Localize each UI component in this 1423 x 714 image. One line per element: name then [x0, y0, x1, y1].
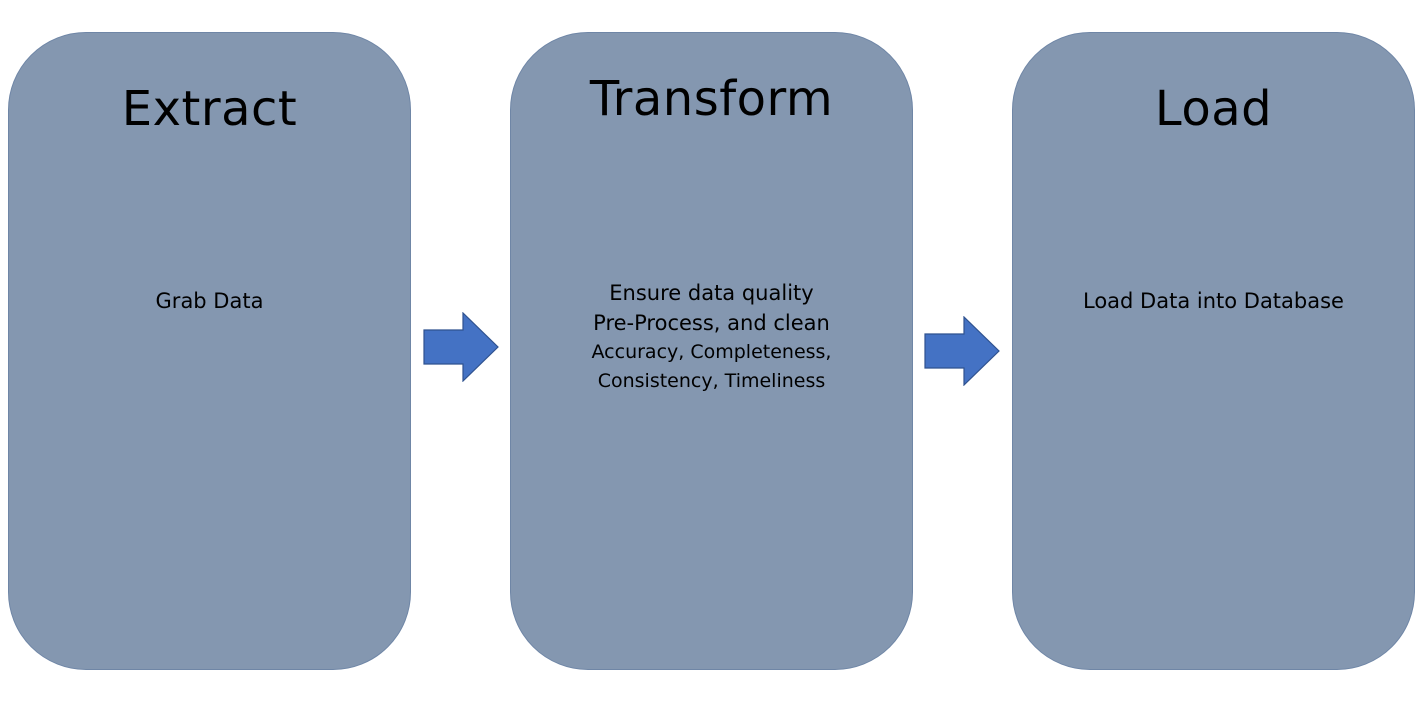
transform-stage-title: Transform [589, 71, 834, 127]
right-arrow-icon [924, 316, 1000, 386]
load-stage-description: Load Data into Database [1033, 286, 1394, 316]
transform-stage-box: Transform Ensure data quality Pre-Proces… [510, 32, 913, 670]
etl-diagram: Extract Grab Data Transform Ensure data … [8, 32, 1415, 670]
extract-stage-description: Grab Data [29, 286, 390, 316]
transform-description-line: Pre-Process, and clean [593, 311, 830, 335]
extract-description-line: Grab Data [155, 289, 264, 313]
transform-stage-description: Ensure data quality Pre-Process, and cle… [531, 278, 892, 396]
load-description-line: Load Data into Database [1083, 289, 1344, 313]
transform-quality-dimensions-line: Consistency, Timeliness [597, 370, 826, 392]
load-stage-title: Load [1154, 81, 1273, 137]
transform-quality-dimensions-line: Accuracy, Completeness, [591, 341, 832, 363]
extract-stage-title: Extract [121, 81, 298, 137]
transform-description-line: Ensure data quality [609, 281, 814, 305]
extract-stage-box: Extract Grab Data [8, 32, 411, 670]
right-arrow-icon [423, 312, 499, 382]
load-stage-box: Load Load Data into Database [1012, 32, 1415, 670]
